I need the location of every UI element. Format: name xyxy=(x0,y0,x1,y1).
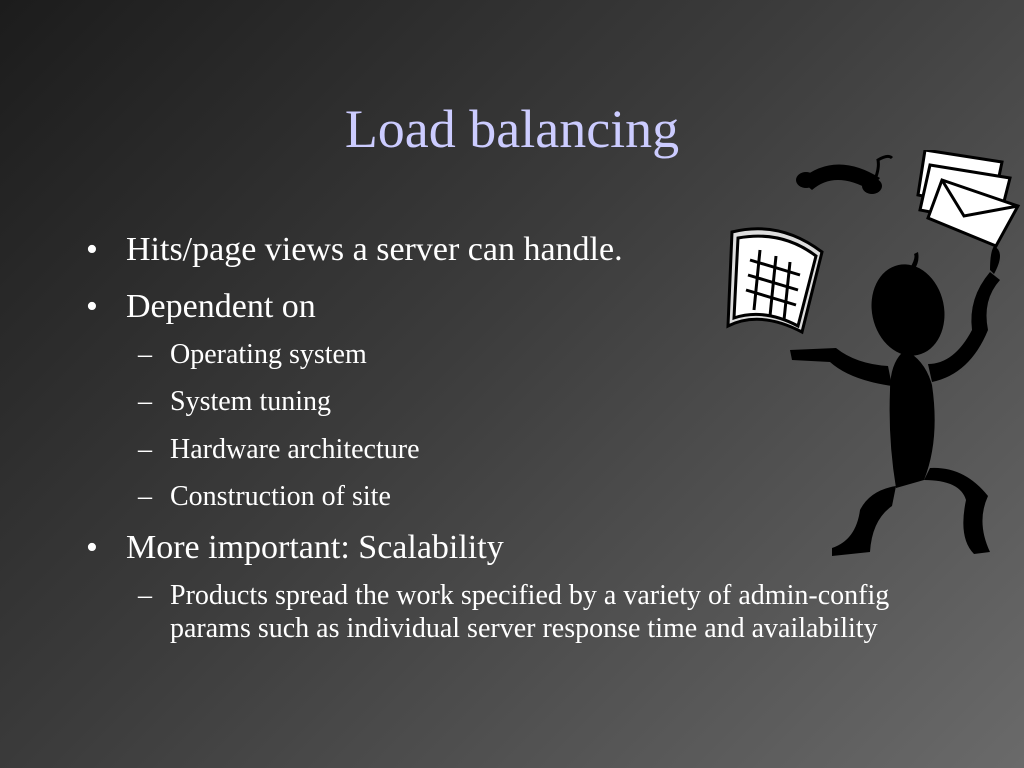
bullet-marker: • xyxy=(86,231,98,268)
envelopes-icon xyxy=(916,150,1021,248)
bullet-item: • Dependent on xyxy=(86,287,966,328)
sub-bullet-item: – Construction of site xyxy=(86,480,966,514)
document-icon xyxy=(726,227,824,335)
bullet-marker: • xyxy=(86,287,98,325)
sub-bullet-marker: – xyxy=(138,433,152,465)
sub-bullet-item: – System tuning xyxy=(86,385,966,419)
bullet-marker: • xyxy=(86,528,98,566)
slide-title: Load balancing xyxy=(344,99,680,159)
bullet-text: Dependent on xyxy=(126,287,316,325)
sub-bullet-item: – Hardware architecture xyxy=(86,433,966,467)
sub-bullet-marker: – xyxy=(138,386,152,418)
sub-bullet-marker: – xyxy=(138,338,152,370)
bullet-item: • More important: Scalability xyxy=(86,528,966,569)
sub-bullet-marker: – xyxy=(138,481,152,513)
bullet-text: More important: Scalability xyxy=(126,528,504,566)
sub-bullet-item: – Products spread the work specified by … xyxy=(86,579,970,646)
stick-figure xyxy=(790,246,1000,556)
sub-bullet-text: Products spread the work specified by a … xyxy=(170,579,890,645)
sub-bullet-text: System tuning xyxy=(170,386,332,418)
sub-bullet-marker: – xyxy=(138,579,152,611)
sub-bullet-item: – Operating system xyxy=(86,338,966,372)
juggler-figure-clipart xyxy=(726,150,1021,556)
sub-bullet-text: Operating system xyxy=(170,338,367,370)
sub-bullet-text: Hardware architecture xyxy=(170,433,420,465)
bullet-list: • Hits/page views a server can handle. •… xyxy=(86,230,966,646)
phone-icon xyxy=(796,154,894,194)
sub-bullet-text: Construction of site xyxy=(170,481,391,513)
bullet-item: • Hits/page views a server can handle. xyxy=(86,230,966,271)
bullet-text: Hits/page views a server can handle. xyxy=(126,231,623,268)
